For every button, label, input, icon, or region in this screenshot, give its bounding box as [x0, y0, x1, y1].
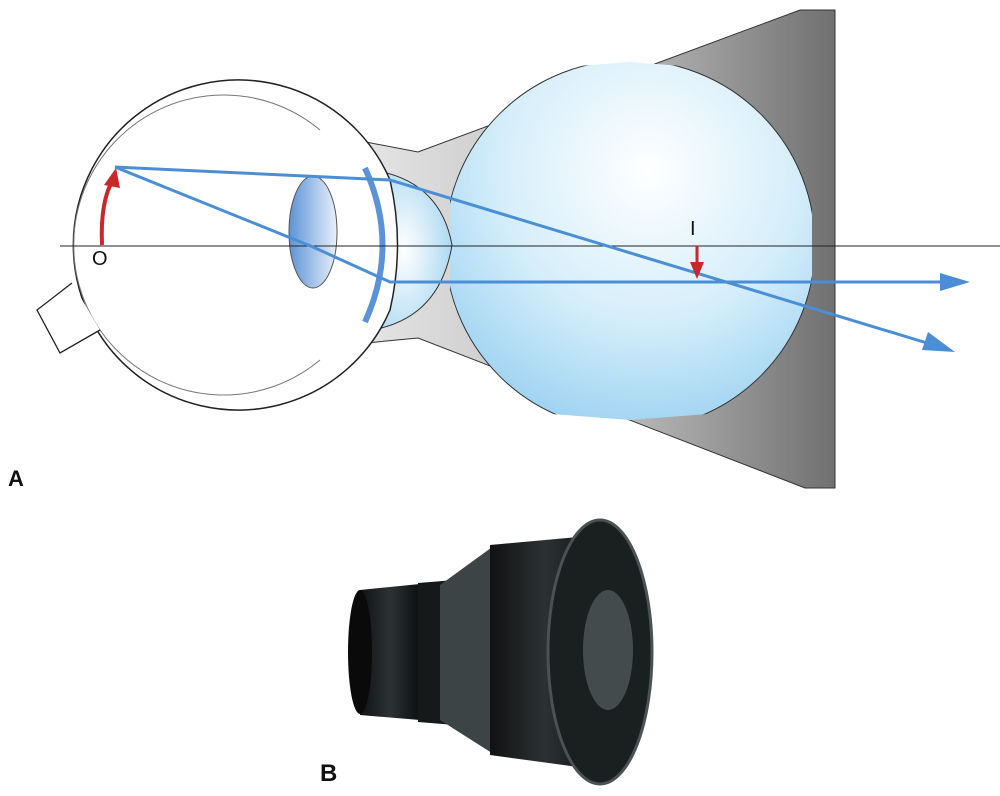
object-label: O — [92, 248, 108, 270]
aspheric-lens — [450, 62, 812, 420]
image-label: I — [690, 218, 696, 240]
panel-b-label: B — [320, 760, 338, 787]
optic-nerve — [36, 282, 101, 354]
object-arrowhead — [104, 168, 120, 188]
ray-2-arrowhead — [940, 273, 970, 291]
image-arrowhead — [690, 262, 704, 279]
retina — [73, 94, 321, 396]
eyeball — [72, 79, 399, 411]
lens-photo — [348, 518, 654, 786]
cornea — [362, 166, 386, 324]
ray-1 — [114, 165, 951, 352]
ray-1-arrowhead — [922, 332, 955, 352]
crystalline-lens — [288, 175, 338, 289]
panel-a-label: A — [8, 466, 24, 491]
ray-2 — [114, 165, 955, 284]
